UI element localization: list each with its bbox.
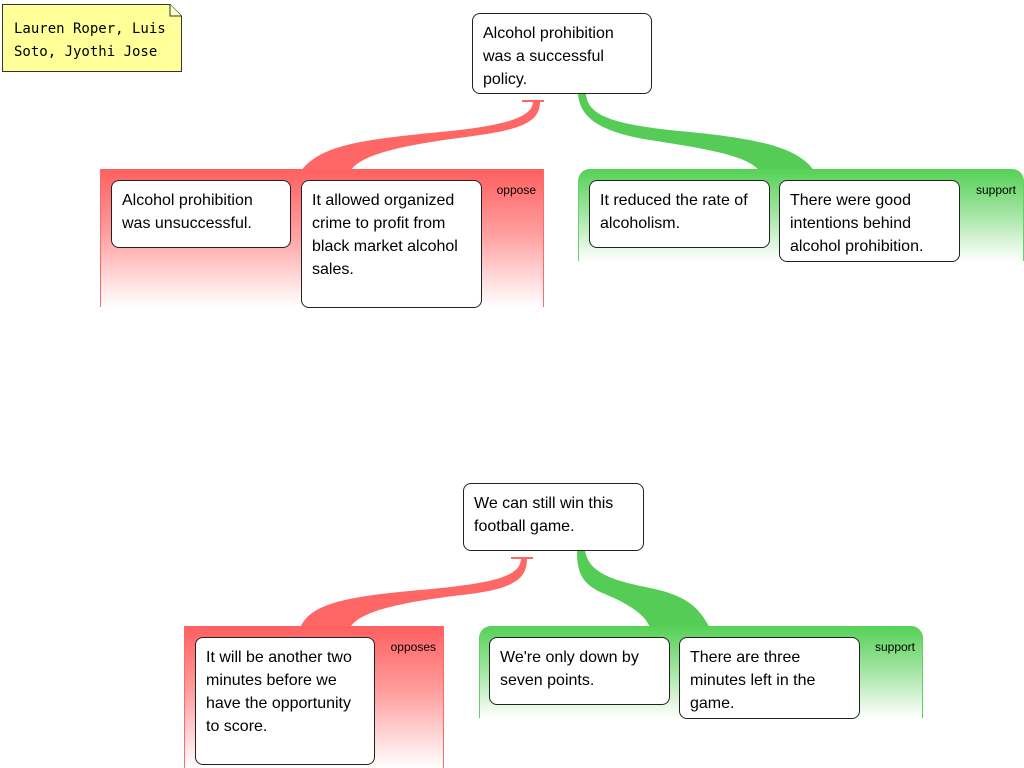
support-reason-1b[interactable]: There were good intentions behind alcoho… bbox=[779, 180, 960, 262]
oppose-link-2 bbox=[300, 558, 527, 628]
note-text: Lauren Roper, Luis Soto, Jyothi Jose bbox=[14, 21, 166, 60]
oppose-label-1: oppose bbox=[496, 183, 536, 197]
support-link-2 bbox=[577, 550, 710, 628]
oppose-reason-1a[interactable]: Alcohol prohibition was unsuccessful. bbox=[111, 180, 291, 248]
claim-box-1[interactable]: Alcohol prohibition was a successful pol… bbox=[472, 13, 652, 94]
oppose-reason-1b[interactable]: It allowed organized crime to profit fro… bbox=[301, 180, 482, 308]
oppose-link-1 bbox=[300, 101, 540, 172]
support-reason-2b[interactable]: There are three minutes left in the game… bbox=[679, 637, 860, 719]
sticky-note[interactable]: Lauren Roper, Luis Soto, Jyothi Jose bbox=[2, 4, 182, 72]
support-link-1 bbox=[578, 94, 815, 172]
support-reason-1a[interactable]: It reduced the rate of alcoholism. bbox=[589, 180, 770, 248]
oppose-label-2: opposes bbox=[390, 640, 436, 654]
oppose-reason-2a[interactable]: It will be another two minutes before we… bbox=[195, 637, 375, 765]
claim-box-2[interactable]: We can still win this football game. bbox=[463, 483, 644, 551]
note-shape bbox=[2, 4, 182, 72]
support-reason-2a[interactable]: We're only down by seven points. bbox=[489, 637, 670, 705]
support-label-1: support bbox=[975, 183, 1016, 197]
support-label-2: support bbox=[874, 640, 915, 654]
